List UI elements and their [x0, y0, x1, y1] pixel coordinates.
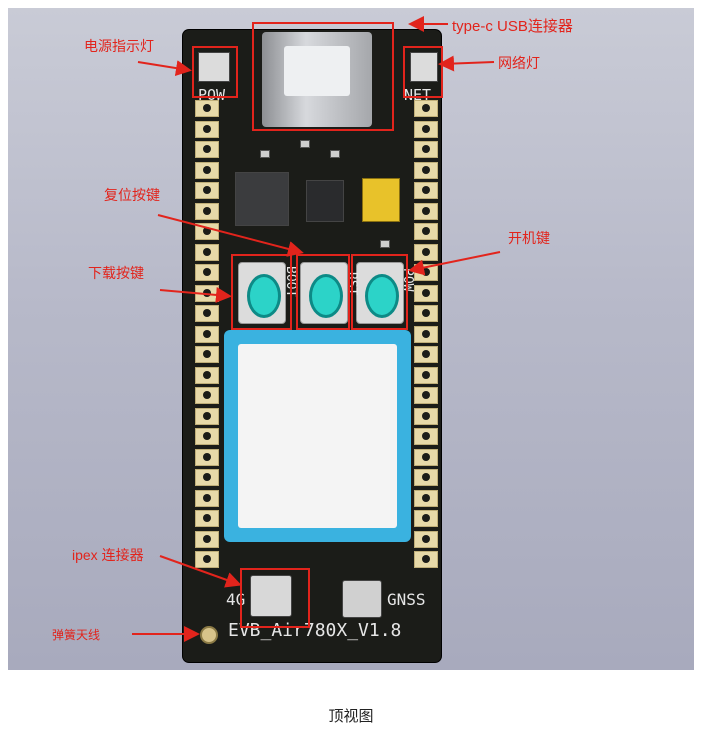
highlight-boot	[231, 254, 292, 330]
tantalum-capacitor	[362, 178, 400, 222]
header-pin-pad	[414, 120, 438, 138]
highlight-power-key	[351, 254, 408, 330]
header-pin-pad	[195, 428, 219, 445]
boot-button	[238, 262, 286, 324]
header-pin-pad	[195, 243, 219, 261]
header-pin-pad	[195, 469, 219, 486]
silk-board-name: EVB_Air780X_V1.8	[228, 620, 402, 641]
power-button	[356, 262, 404, 324]
header-pin-pad	[414, 284, 438, 302]
label-reset: 复位按键	[104, 187, 160, 203]
header-pin-pad	[195, 284, 219, 302]
label-net-led: 网络灯	[498, 55, 540, 71]
capacitor	[300, 140, 310, 148]
header-pin-pad	[195, 305, 219, 322]
header-pin-pad	[414, 510, 438, 527]
inductor	[235, 172, 289, 226]
highlight-ipex	[240, 568, 310, 628]
header-pin-pad	[414, 387, 438, 404]
header-pin-pad	[414, 448, 438, 466]
silk-pow-top: POW	[198, 86, 226, 104]
header-pin-pad	[195, 551, 219, 568]
header-pin-pad	[195, 182, 219, 199]
highlight-reset	[296, 254, 350, 330]
highlight-power-led	[192, 46, 238, 98]
capacitor	[260, 150, 270, 158]
header-pin-pad	[414, 530, 438, 548]
header-pin-pad	[195, 530, 219, 548]
header-pin-pad	[195, 202, 219, 220]
usb-c-connector	[262, 32, 372, 127]
label-spring-antenna: 弹簧天线	[52, 628, 101, 642]
figure-caption: 顶视图	[328, 708, 374, 725]
header-pin-pad	[414, 202, 438, 220]
header-pin-pad	[195, 448, 219, 466]
cellular-module	[224, 330, 411, 542]
header-pin-pad	[414, 223, 438, 240]
header-pin-pad	[195, 366, 219, 384]
silk-net-top: NET	[404, 86, 432, 104]
header-pin-pad	[414, 182, 438, 199]
header-pin-pad	[414, 489, 438, 507]
label-ipex: ipex 连接器	[72, 547, 144, 563]
header-pin-pad	[414, 407, 438, 425]
header-pin-pad	[414, 243, 438, 261]
capacitor	[330, 150, 340, 158]
reset-button	[300, 262, 348, 324]
header-pin-pad	[195, 510, 219, 527]
net-led	[410, 52, 438, 82]
label-usb: type-c USB连接器	[452, 18, 573, 35]
header-pin-pad	[195, 407, 219, 425]
header-pin-pad	[195, 325, 219, 343]
header-pin-pad	[195, 489, 219, 507]
label-power-led: 电源指示灯	[84, 38, 154, 54]
header-pin-pad	[414, 305, 438, 322]
header-pin-pad	[195, 223, 219, 240]
header-pin-pad	[195, 346, 219, 363]
highlight-net-led	[403, 46, 443, 98]
header-pin-pad	[414, 100, 438, 117]
header-pin-pad	[195, 264, 219, 281]
header-pin-pad	[195, 120, 219, 138]
header-pin-pad	[414, 428, 438, 445]
header-pin-pad	[195, 100, 219, 117]
label-download: 下载按键	[88, 265, 144, 281]
header-pin-pad	[414, 161, 438, 179]
ipex-connector	[250, 575, 292, 617]
module-shield	[238, 344, 397, 528]
spring-antenna-pad	[200, 626, 218, 644]
gnss-connector	[342, 580, 382, 618]
label-power-key: 开机键	[508, 230, 550, 246]
header-pin-pad	[414, 551, 438, 568]
header-pin-pad	[414, 141, 438, 158]
header-pin-pad	[414, 325, 438, 343]
header-pin-pad	[195, 161, 219, 179]
header-pin-pad	[414, 366, 438, 384]
power-led	[198, 52, 230, 82]
header-pin-pad	[414, 346, 438, 363]
header-pin-pad	[414, 469, 438, 486]
header-pin-pad	[195, 387, 219, 404]
regulator-chip	[306, 180, 344, 222]
capacitor	[380, 240, 390, 248]
silk-gnss: GNSS	[387, 590, 426, 609]
header-pin-pad	[414, 264, 438, 281]
header-pin-pad	[195, 141, 219, 158]
highlight-usb	[252, 22, 394, 131]
